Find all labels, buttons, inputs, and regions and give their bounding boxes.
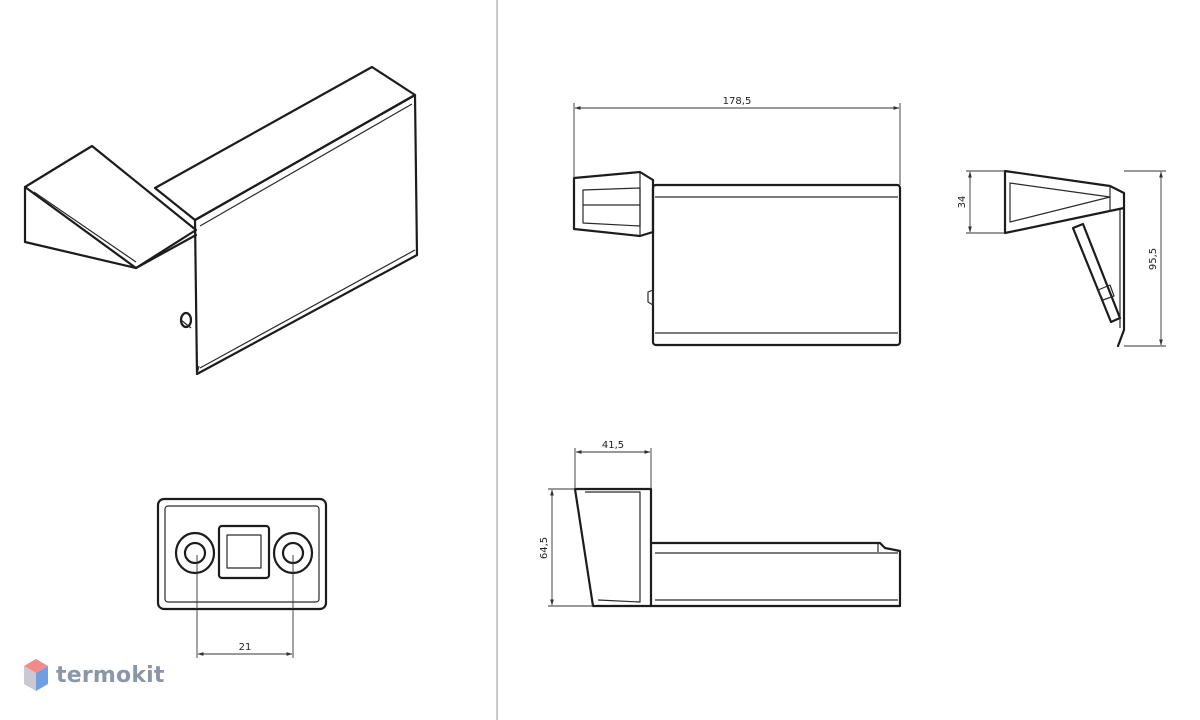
dim-top-depth: 41,5 [602, 440, 624, 451]
brand-name: termokit [56, 662, 165, 688]
top-view: 41,5 64,5 [539, 440, 902, 608]
dim-front-width: 178,5 [723, 96, 752, 107]
side-view: 34 95,5 [957, 169, 1166, 348]
brand-logo: termokit [22, 655, 165, 695]
bottom-view: 21 [156, 497, 328, 658]
dim-side-total-height: 95,5 [1148, 248, 1159, 270]
termokit-cube-icon [24, 659, 48, 691]
dim-hole-spacing: 21 [239, 642, 252, 653]
dim-side-top-height: 34 [957, 196, 968, 209]
isometric-view [23, 65, 419, 376]
dim-top-height: 64,5 [539, 537, 550, 559]
front-view: 178,5 [572, 96, 902, 347]
